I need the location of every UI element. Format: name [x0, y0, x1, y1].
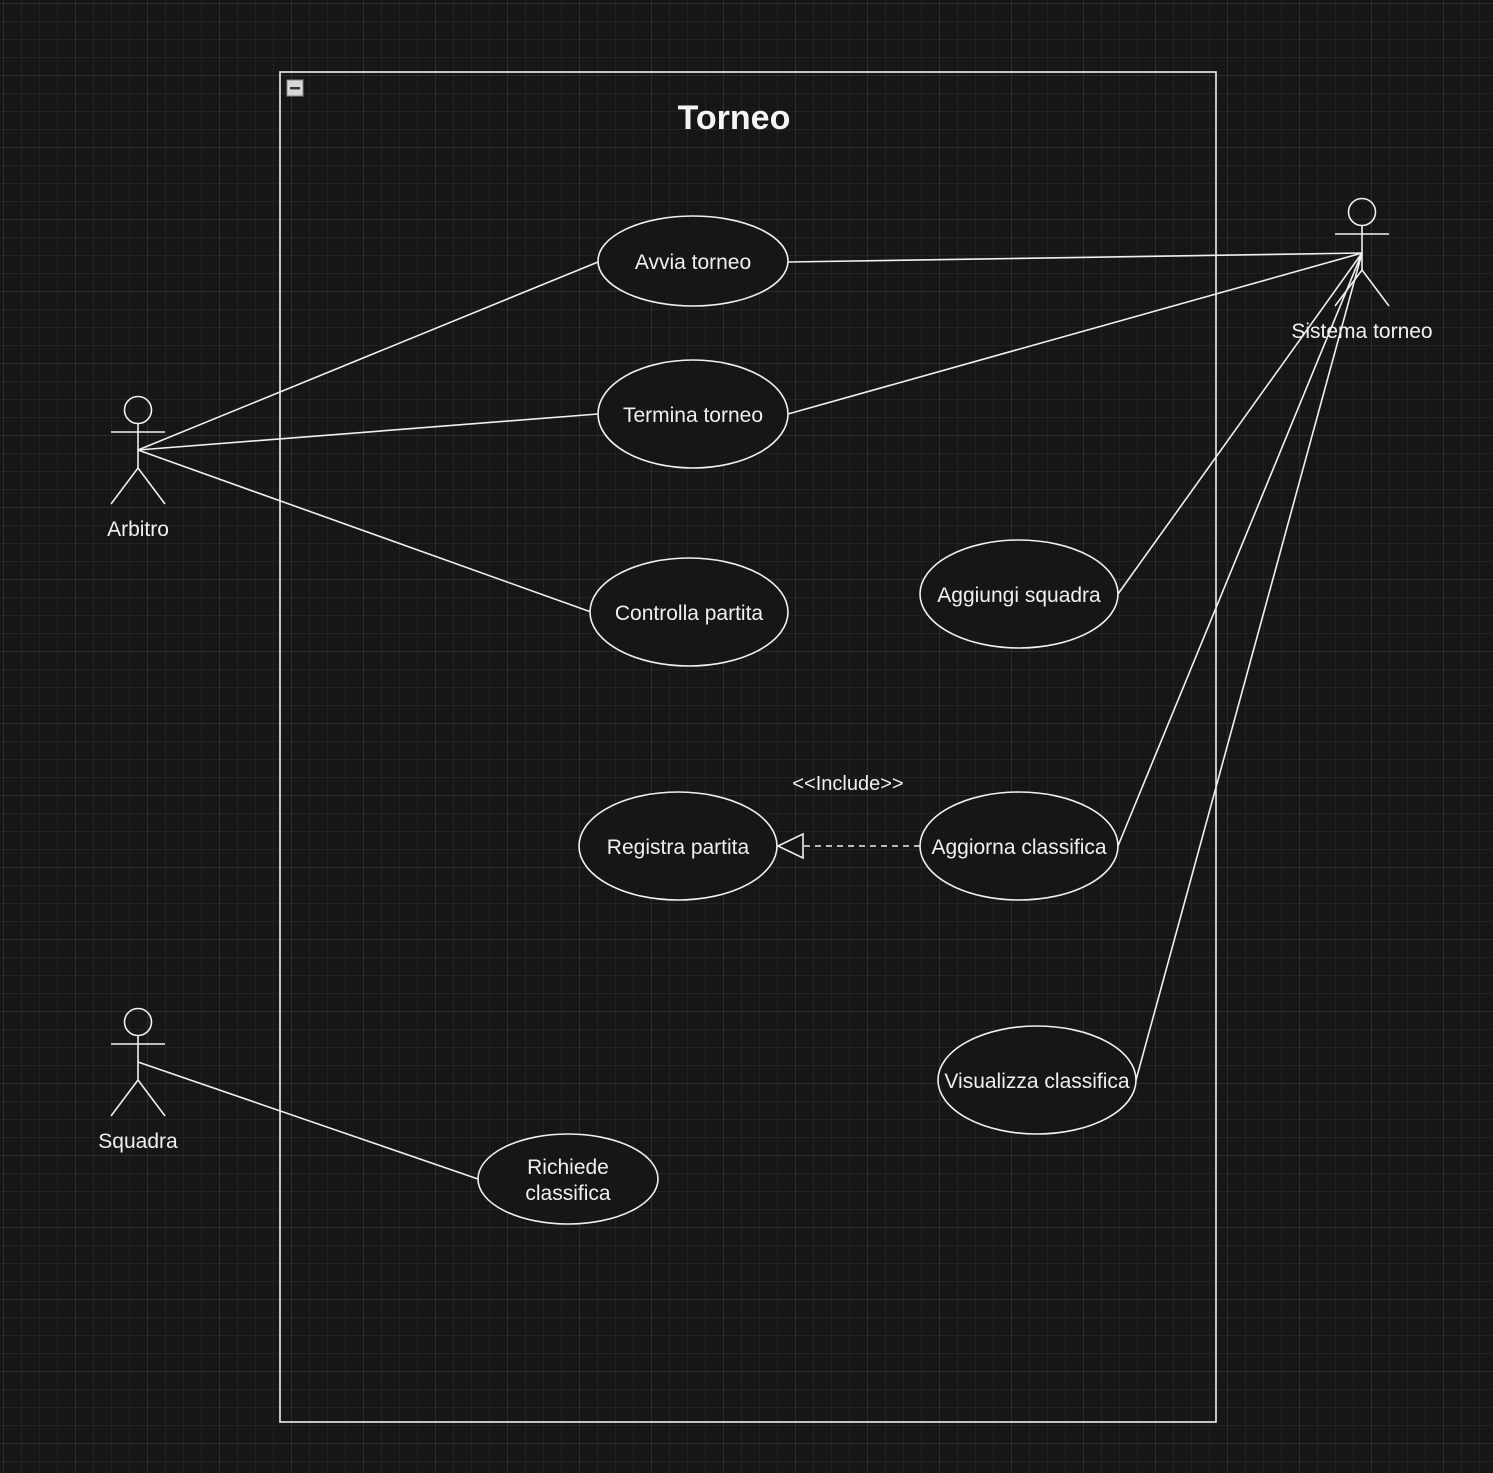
stick-figure-icon	[110, 395, 166, 505]
assoc-sistema-aggiungi[interactable]	[1117, 252, 1363, 595]
assoc-arbitro-avvia[interactable]	[137, 261, 599, 451]
use-case-richiede-classifica[interactable]: Richiede classifica	[477, 1133, 659, 1225]
assoc-sistema-aggiorna[interactable]	[1117, 252, 1363, 847]
actor-label: Sistema torneo	[1291, 320, 1432, 343]
use-case-label: Aggiungi squadra	[937, 584, 1101, 607]
use-case-termina-torneo[interactable]: Termina torneo	[597, 359, 789, 469]
system-boundary[interactable]	[279, 71, 1217, 1423]
include-arrowhead	[776, 832, 804, 860]
system-title: Torneo	[678, 99, 791, 137]
assoc-sistema-termina[interactable]	[787, 252, 1363, 415]
actor-arbitro[interactable]: Arbitro	[107, 395, 169, 542]
use-case-label: Aggiorna classifica	[931, 836, 1106, 859]
use-case-aggiungi-squadra[interactable]: Aggiungi squadra	[919, 539, 1119, 649]
include-label: <<Include>>	[792, 773, 903, 795]
assoc-sistema-visualizza[interactable]	[1135, 252, 1363, 1081]
assoc-sistema-avvia[interactable]	[787, 252, 1363, 263]
use-case-controlla-partita[interactable]: Controlla partita	[589, 557, 789, 667]
actor-sistema-torneo[interactable]: Sistema torneo	[1291, 197, 1433, 344]
minus-square-icon[interactable]	[286, 79, 304, 97]
actor-squadra[interactable]: Squadra	[98, 1007, 178, 1154]
include-relationship[interactable]	[776, 832, 920, 860]
use-case-visualizza-classifica[interactable]: Visualizza classifica	[937, 1025, 1137, 1135]
actor-label: Squadra	[98, 1130, 178, 1153]
assoc-arbitro-termina[interactable]	[137, 413, 599, 451]
use-case-label: Termina torneo	[623, 404, 763, 427]
use-case-aggiorna-classifica[interactable]: Aggiorna classifica	[919, 791, 1119, 901]
assoc-squadra-richiede[interactable]	[137, 1061, 479, 1180]
associations	[137, 252, 1363, 1180]
use-case-label: Visualizza classifica	[944, 1070, 1130, 1093]
actor-label: Arbitro	[107, 518, 169, 541]
stick-figure-icon	[1334, 197, 1390, 307]
use-case-label: Controlla partita	[615, 602, 764, 625]
use-case-label-line1: Richiede	[527, 1156, 609, 1179]
use-case-label: Avvia torneo	[635, 251, 751, 274]
stick-figure-icon	[110, 1007, 166, 1117]
use-case-registra-partita[interactable]: Registra partita	[578, 791, 778, 901]
assoc-arbitro-controlla[interactable]	[137, 449, 592, 613]
use-case-avvia-torneo[interactable]: Avvia torneo	[597, 215, 789, 307]
use-case-label-line2: classifica	[525, 1182, 611, 1205]
use-case-label: Registra partita	[607, 836, 750, 859]
